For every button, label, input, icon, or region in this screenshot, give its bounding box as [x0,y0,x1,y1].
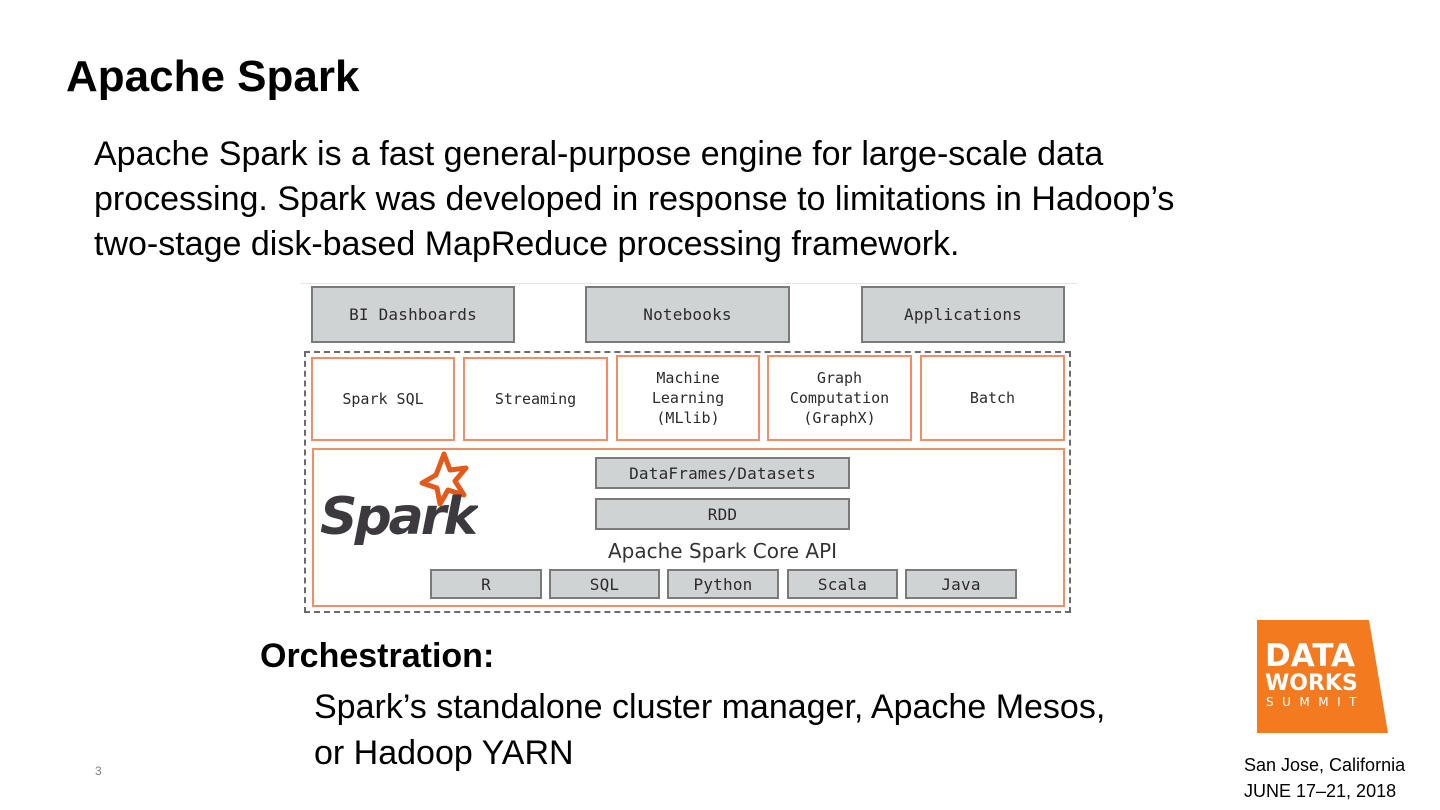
intro-line: processing. Spark was developed in respo… [94,180,1175,218]
applications-box: Applications [861,286,1065,343]
orchestration-heading: Orchestration: [260,637,495,675]
spark-boundary [304,351,1071,613]
intro-line: two-stage disk-based MapReduce processin… [94,225,960,263]
spark-logo: Spark [320,451,478,547]
spark-stack-diagram: BI Dashboards Notebooks Applications Spa… [300,283,1077,617]
graphx-box: Graph Computation (GraphX) [767,355,912,441]
spark-sql-box: Spark SQL [311,357,455,441]
dataworks-summit-logo: DATA WORKS SUMMIT [1257,620,1388,733]
library-label: Computation [789,389,890,407]
spark-star-icon [419,451,469,507]
core-api-label: Apache Spark Core API [608,539,838,563]
location-city: San Jose, California [1244,755,1406,775]
lang-sql-box: SQL [549,569,660,599]
orchestration-line: or Hadoop YARN [314,734,574,772]
library-label: Spark SQL [342,390,424,408]
event-dates: JUNE 17–21, 2018 [1244,781,1397,801]
event-location: San Jose, California JUNE 17–21, 2018 [1244,752,1438,804]
intro-line: Apache Spark is a fast general-purpose e… [94,135,1104,173]
orchestration-text: Spark’s standalone cluster manager, Apac… [314,684,1214,776]
lang-r-box: R [430,569,542,599]
logo-line2: WORKS [1265,671,1358,696]
notebooks-box: Notebooks [585,286,790,343]
library-label: (MLlib) [656,409,720,427]
dataframes-datasets-box: DataFrames/Datasets [595,457,850,489]
mllib-box: Machine Learning (MLlib) [616,355,760,441]
library-label: Graph [816,369,863,387]
logo-line1: DATA [1265,638,1355,674]
spark-wordmark: Spark [320,487,478,547]
library-label: Streaming [494,390,577,408]
orchestration-line: Spark’s standalone cluster manager, Apac… [314,688,1106,726]
library-label: Machine [656,369,720,387]
library-label: Batch [969,389,1016,407]
lang-python-box: Python [667,569,779,599]
bi-dashboards-box: BI Dashboards [311,286,515,343]
slide-number: 3 [95,764,102,778]
rdd-box: RDD [595,498,850,530]
batch-box: Batch [920,355,1065,441]
library-label: (GraphX) [803,409,876,427]
slide-title: Apache Spark [66,52,360,101]
lang-scala-box: Scala [787,569,898,599]
intro-paragraph: Apache Spark is a fast general-purpose e… [94,132,1354,267]
library-label: Learning [651,389,725,407]
streaming-box: Streaming [463,357,608,441]
lang-java-box: Java [905,569,1017,599]
logo-line3: SUMMIT [1266,695,1365,709]
